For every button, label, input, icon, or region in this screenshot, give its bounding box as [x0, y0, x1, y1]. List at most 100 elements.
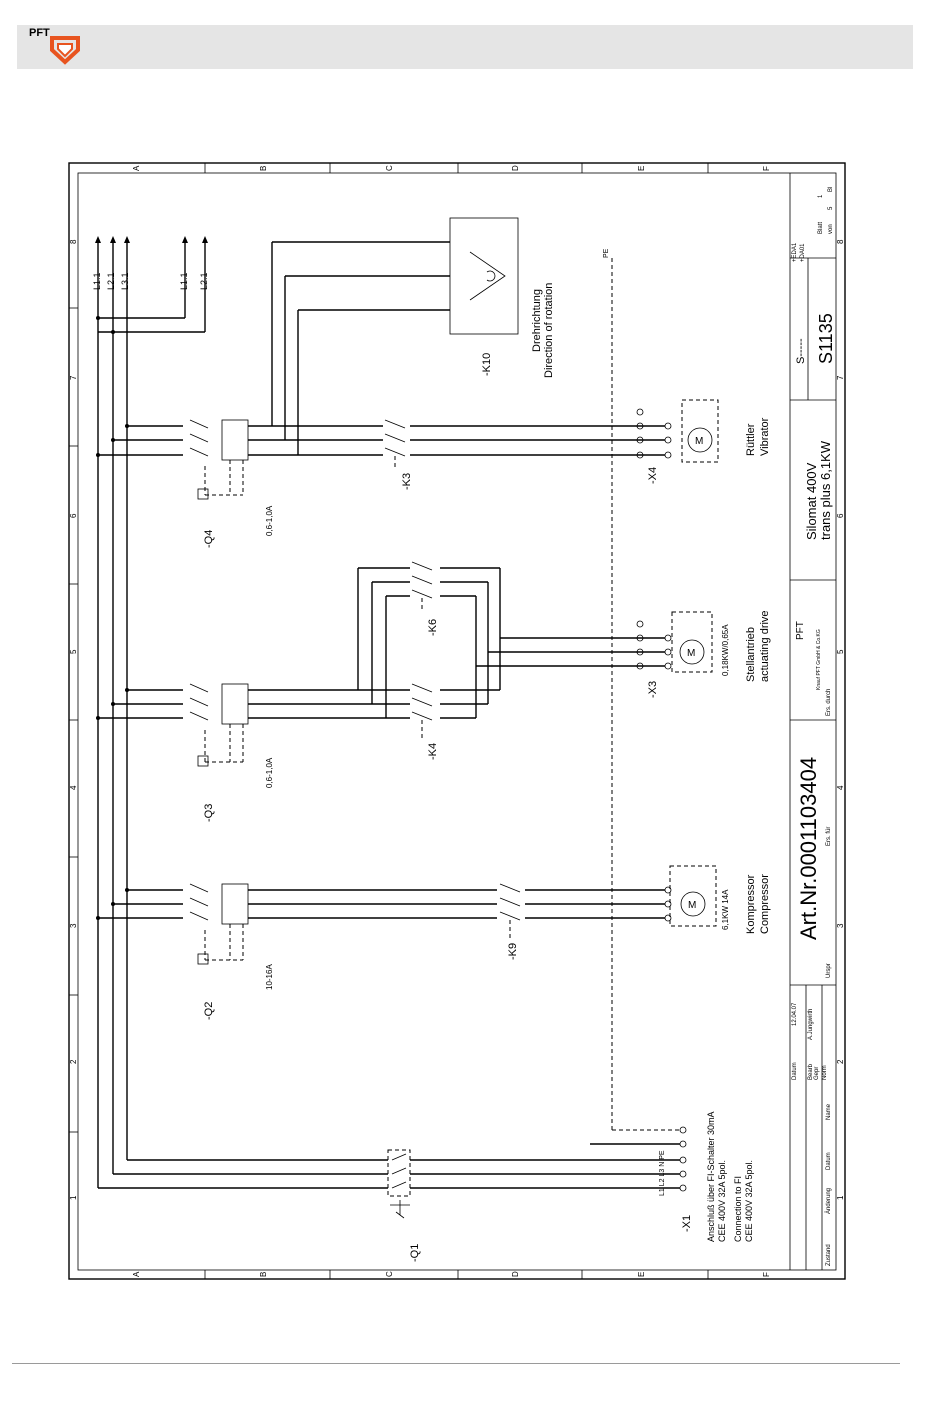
col-number-6: 6 [69, 513, 78, 518]
norm-label: Norm [822, 1065, 828, 1080]
col-number-5-right: 5 [836, 649, 845, 654]
x1-note-1: Anschluß über FI-Schalter 30mA [706, 1111, 716, 1242]
rotation-label-de: Drehrichtung [531, 289, 543, 352]
row-letter-d-bottom: D [511, 1271, 520, 1277]
col-number-3-right: 3 [836, 923, 845, 928]
frame-row-letters: A B C D E F A B C D E F [132, 165, 771, 1277]
row-letter-e-bottom: E [637, 1272, 646, 1277]
q1-tag: -Q1 [409, 1244, 421, 1262]
title-name-1: Silomat 400V [804, 462, 819, 540]
branch-vibrator-wires [98, 241, 665, 456]
x1-note-2: CEE 400V 32A 5pol. [717, 1160, 727, 1242]
row-letter-b-top: B [259, 166, 268, 171]
col-number-7-right: 7 [836, 375, 845, 380]
title-name-2: trans plus 6,1KW [818, 440, 833, 540]
von-label: von [828, 224, 834, 234]
x3-tag: -X3 [647, 681, 659, 698]
compressor-label-en: Compressor [759, 874, 771, 934]
title-block: Art.Nr.0001103404 Silomat 400V trans plu… [789, 173, 836, 1270]
x1-note-4: CEE 400V 32A 5pol. [744, 1160, 754, 1242]
col-number-8-right: 8 [836, 239, 845, 244]
bl-label: Bl [828, 187, 834, 192]
branch-drive-wires [98, 567, 665, 719]
compressor-label-de: Kompressor [745, 874, 757, 934]
vibrator-motor-symbol: M [695, 436, 703, 447]
col-number-4: 4 [69, 785, 78, 790]
col-number-4-right: 4 [836, 785, 845, 790]
row-letter-c-top: C [385, 165, 394, 171]
col-number-1: 1 [69, 1195, 78, 1200]
ers-fuer-label: Ers. für [826, 827, 832, 846]
blatt-label: Blatt [818, 222, 824, 234]
drive-rating: 0,18KW/0,65A [721, 624, 730, 676]
drive-motor: M 0,18KW/0,65A Stellantrieb actuating dr… [664, 610, 771, 682]
q3-range: 0,6-1,0A [265, 757, 274, 788]
logo-text: PFT [29, 27, 50, 39]
col-number-1-right: 1 [836, 1195, 845, 1200]
k10-rotation-relay: -K10 Drehrichtung Direction of rotation [449, 217, 555, 378]
bus-label-l3: L3.1 [120, 272, 130, 290]
row-letter-a-top: A [132, 165, 141, 171]
ers-durch-label: Ers. durch [826, 689, 832, 716]
x1-terminals [679, 1126, 687, 1192]
name-label: Name [826, 1103, 832, 1120]
blatt-value: 1 [818, 194, 824, 198]
supply-bus [97, 240, 206, 1188]
row-letter-c-bottom: C [385, 1271, 394, 1277]
aenderung-label: Änderung [825, 1188, 832, 1214]
zustand-label: Zustand [826, 1244, 832, 1266]
q4-tag: -Q4 [203, 530, 215, 548]
frame-ticks [69, 163, 709, 1279]
maker-name: PFT [795, 621, 806, 640]
x1-tag: -X1 [681, 1215, 693, 1232]
col-number-3: 3 [69, 923, 78, 928]
frame-outer [68, 162, 846, 1280]
k6-tag: -K6 [427, 619, 439, 636]
drive-label-en: actuating drive [759, 610, 771, 682]
drive-motor-symbol: M [687, 648, 695, 659]
x1-input-wires [98, 1143, 680, 1189]
col-number-5: 5 [69, 649, 78, 654]
row-letter-f-bottom: F [762, 1272, 771, 1277]
q4-range: 0,6-1,0A [265, 505, 274, 536]
col-number-6-right: 6 [836, 513, 845, 518]
bearb-value: A.Jungwirth [808, 1009, 814, 1040]
art-number: Art.Nr.0001103404 [796, 757, 821, 940]
k9-tag: -K9 [507, 943, 519, 960]
branch-compressor-wires [98, 889, 665, 919]
pe-conductor: PE [603, 248, 680, 1131]
datum2-label: Datum [826, 1152, 832, 1170]
row-letter-a-bottom: A [132, 1271, 141, 1277]
row-letter-d-top: D [511, 165, 520, 171]
compressor-motor-symbol: M [688, 900, 696, 911]
x1-note-3: Connection to FI [733, 1176, 743, 1242]
eda2-label: +DA01 [800, 243, 806, 262]
x1-pins: L1 L2 L3 N PE [659, 1150, 666, 1196]
footer-rule [12, 1363, 900, 1364]
k4-tag: -K4 [427, 743, 439, 760]
bearb-label: Bearb [808, 1063, 814, 1080]
row-letter-b-bottom: B [259, 1272, 268, 1277]
k4-contactor: -K4 [411, 683, 439, 760]
frame-inner [77, 172, 837, 1271]
q4-breaker: -Q4 0,6-1,0A [189, 419, 274, 548]
date-label: Datum [792, 1062, 798, 1080]
k6-contactor: -K6 [411, 561, 439, 636]
bus-label-l2: L2.1 [106, 272, 116, 290]
drive-label-de: Stellantrieb [745, 627, 757, 682]
bus-labels: L1.1 L2.1 L3.1 L1.1 L2.1 [92, 272, 209, 290]
col-number-7: 7 [69, 375, 78, 380]
vibrator-label-en: Vibrator [759, 417, 771, 456]
gepr-label: Gepr [814, 1067, 820, 1080]
maker-sub: Knauf PFT GmbH & Co.KG [816, 629, 822, 690]
bus-arrows [95, 236, 208, 243]
x4-terminal: -X4 [636, 408, 659, 484]
x1-terminal-labels: L1 L2 L3 N PE -X1 Anschluß über FI-Schal… [659, 1111, 754, 1242]
s-code: S----- [795, 338, 807, 364]
row-letter-f-top: F [762, 166, 771, 171]
k3-contactor: -K3 [384, 419, 413, 490]
vibrator-motor: M Rüttler Vibrator [664, 399, 771, 463]
q3-breaker: -Q3 0,6-1,0A [189, 683, 274, 822]
q2-range: 10-16A [265, 964, 274, 990]
